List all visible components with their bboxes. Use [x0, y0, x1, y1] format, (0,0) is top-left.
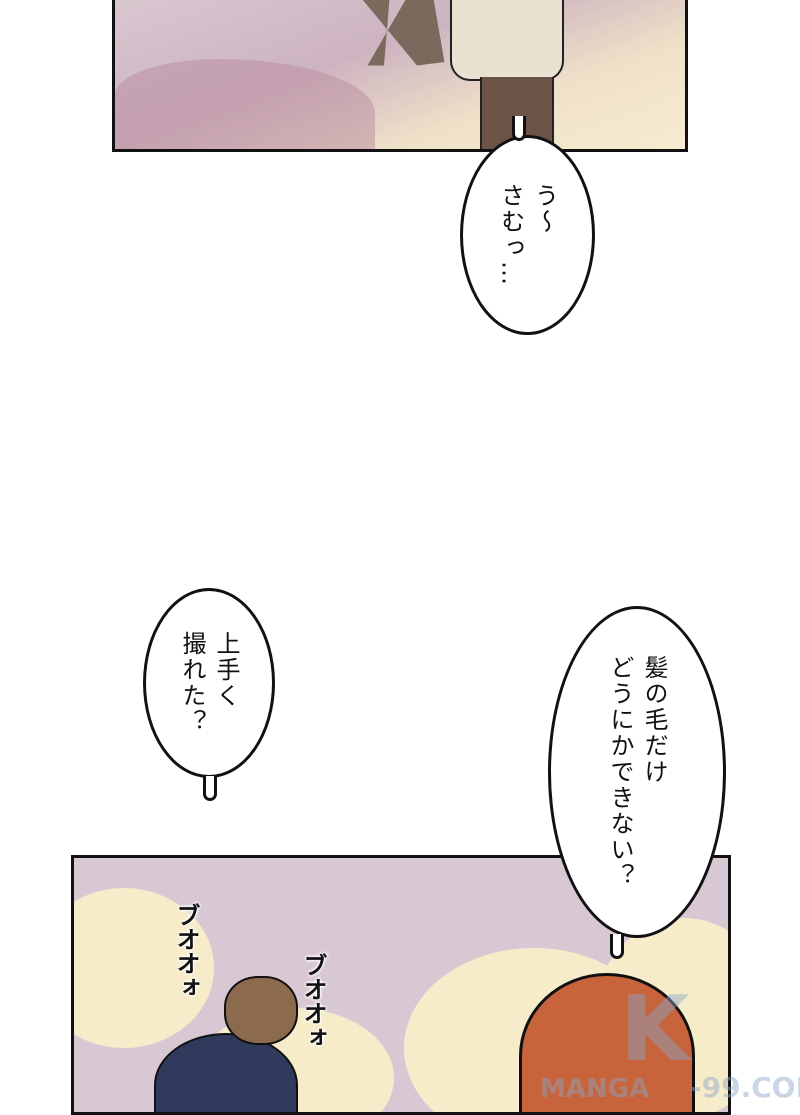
svg-text:K: K: [620, 977, 693, 1082]
bubble-tail: [512, 116, 526, 141]
top-panel: [112, 0, 688, 152]
svg-text:-99.COM: -99.COM: [690, 1071, 800, 1100]
bubble-line: 撮れた？: [178, 631, 206, 735]
ground-shadow: [115, 59, 375, 149]
cloud: [74, 888, 214, 1048]
bubble-line: 髪の毛だけ: [640, 655, 668, 785]
character-legs-left: [362, 0, 445, 66]
bubble-tail: [610, 934, 624, 959]
character-head-orange-hair: [519, 973, 695, 1112]
speech-bubble-photo: 上手く 撮れた？: [143, 588, 275, 778]
bottom-panel: ブオオォ ブオオォ: [71, 855, 731, 1115]
character-head-brown-hair: [224, 976, 298, 1045]
bubble-line: う～: [530, 183, 559, 235]
bubble-tail: [203, 776, 217, 801]
bubble-line: どうにかできない？: [606, 655, 634, 889]
sfx-text: ブオオォ: [299, 953, 327, 1049]
speech-bubble-hair: 髪の毛だけ どうにかできない？: [548, 606, 726, 938]
speech-bubble-cold: う～ さむっ…: [460, 135, 595, 335]
character-jacket: [154, 1033, 298, 1112]
watermark-logo: K MANGA -99.COM: [540, 975, 800, 1104]
svg-text:MANGA: MANGA: [540, 1074, 649, 1100]
bubble-line: 上手く: [212, 631, 240, 709]
character-coat: [450, 0, 564, 81]
bubble-line: さむっ…: [496, 183, 525, 287]
sfx-text: ブオオォ: [172, 903, 200, 999]
